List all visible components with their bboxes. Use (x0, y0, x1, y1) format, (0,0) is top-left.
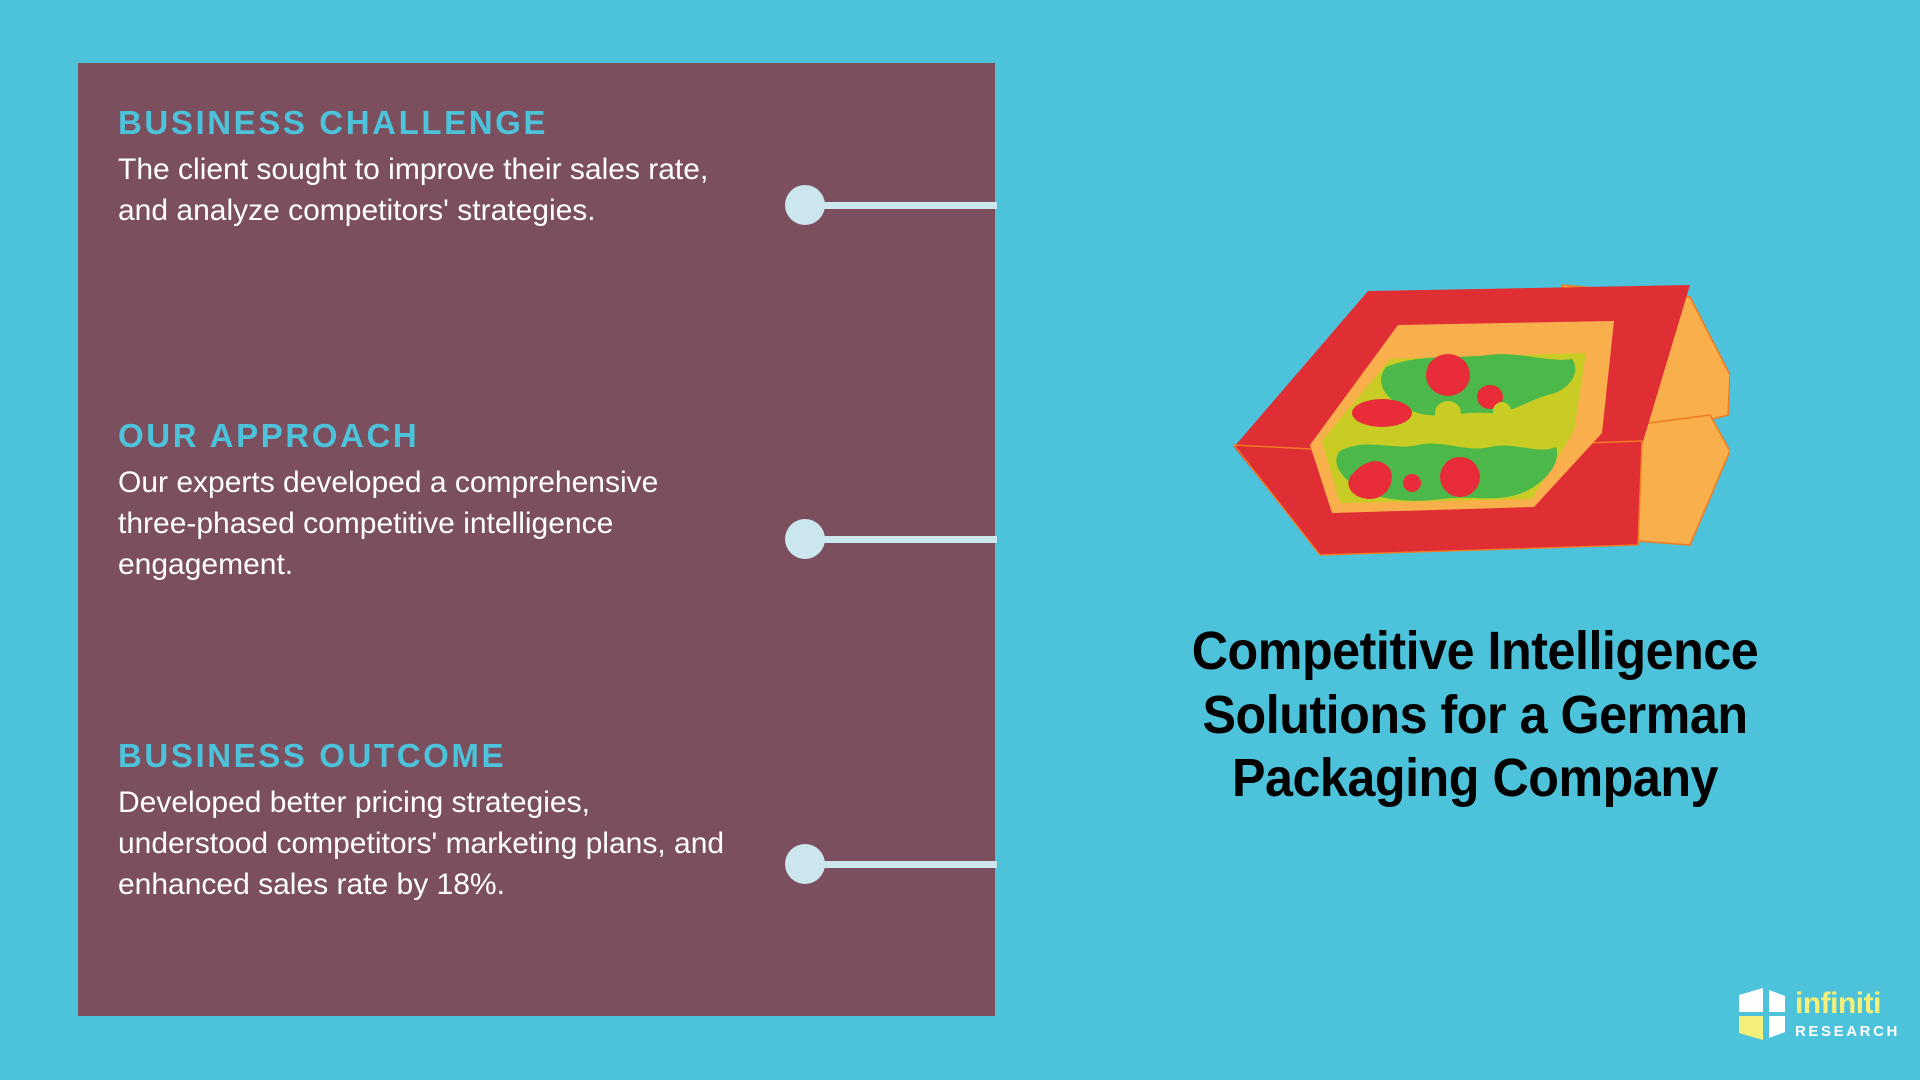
food-topping-olive-2 (1493, 402, 1511, 420)
food-topping-olive-1 (1435, 401, 1461, 425)
connector-dot-icon (785, 185, 825, 225)
section-business-challenge: BUSINESS CHALLENGE The client sought to … (118, 104, 738, 232)
section-body: Developed better pricing strategies, und… (118, 786, 725, 901)
food-topping-red-2 (1352, 399, 1412, 427)
logo-panel-bottom-left (1739, 1016, 1763, 1040)
logo-panel-top-right (1769, 990, 1785, 1012)
section-heading: BUSINESS OUTCOME (118, 737, 507, 774)
connector-marker-our-approach (785, 519, 997, 559)
infiniti-window-mark-icon (1737, 986, 1789, 1042)
section-heading: OUR APPROACH (118, 417, 420, 454)
food-topping-red-5 (1348, 461, 1392, 499)
section-our-approach: OUR APPROACH Our experts developed a com… (118, 417, 738, 586)
connector-line (821, 861, 997, 868)
logo-mark-svg (1739, 988, 1785, 1040)
food-topping-red-3 (1477, 385, 1503, 409)
food-topping-red-1 (1426, 354, 1470, 396)
logo-panel-top-left (1739, 988, 1763, 1012)
connector-line (821, 536, 997, 543)
connector-dot-icon (785, 844, 825, 884)
logo-wordmark: infiniti RESEARCH (1795, 987, 1900, 1040)
food-topping-red-6 (1403, 474, 1421, 492)
page-title: Competitive Intelligence Solutions for a… (1191, 621, 1759, 809)
logo-word-infiniti: infiniti (1795, 987, 1881, 1020)
section-heading: BUSINESS CHALLENGE (118, 104, 549, 141)
connector-marker-business-challenge (785, 185, 997, 225)
food-packaging-box-illustration (1190, 255, 1730, 575)
food-topping-red-4 (1440, 457, 1480, 497)
infiniti-research-logo: infiniti RESEARCH (1737, 983, 1897, 1045)
connector-dot-icon (785, 519, 825, 559)
logo-word-research: RESEARCH (1795, 1023, 1900, 1040)
section-body: Our experts developed a comprehensive th… (118, 466, 659, 581)
connector-marker-business-outcome (785, 844, 997, 884)
connector-line (821, 202, 997, 209)
section-business-outcome: BUSINESS OUTCOME Developed better pricin… (118, 737, 738, 906)
logo-panel-bottom-right (1769, 1016, 1785, 1038)
packaging-box-svg (1232, 284, 1730, 556)
section-body: The client sought to improve their sales… (118, 153, 709, 228)
